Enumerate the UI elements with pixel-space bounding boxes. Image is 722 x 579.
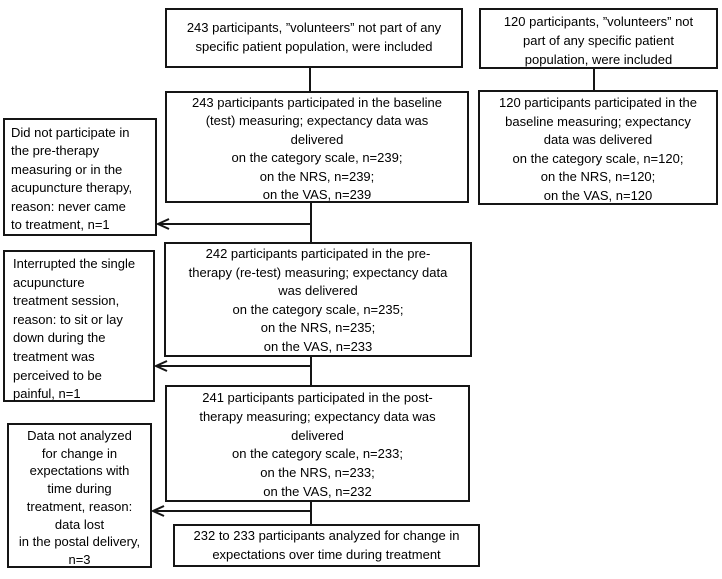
box-included-secondary-text: 120 participants, ”volunteers” not part … (503, 14, 694, 67)
box-dropout-pretherapy: Did not participate in the pre-therapy m… (3, 118, 157, 236)
box-posttherapy-main-text: 241 participants participated in the pos… (199, 390, 436, 499)
box-baseline-main-text: 243 participants participated in the bas… (191, 95, 443, 203)
box-baseline-secondary-text: 120 participants participated in the bas… (498, 95, 697, 203)
box-analyzed-final-text: 232 to 233 participants analyzed for cha… (193, 528, 460, 562)
box-baseline-secondary: 120 participants participated in the bas… (478, 90, 718, 205)
box-dropout-treatment: Interrupted the single acupuncture treat… (3, 250, 155, 402)
arrow-dropout-pretherapy (155, 218, 312, 230)
box-analyzed-final: 232 to 233 participants analyzed for cha… (173, 524, 480, 567)
box-pretherapy-main: 242 participants participated in the pre… (164, 242, 472, 357)
box-dropout-analysis-text: Data not analyzed for change in expectat… (18, 428, 141, 567)
box-pretherapy-main-text: 242 participants participated in the pre… (188, 246, 448, 354)
connector-baseline-to-pretherapy (310, 201, 312, 244)
connector-included-to-baseline (309, 66, 311, 93)
connector-posttherapy-to-analyzed (310, 500, 312, 526)
arrow-dropout-treatment (153, 360, 312, 372)
box-posttherapy-main: 241 participants participated in the pos… (165, 385, 470, 502)
box-included-main-text: 243 participants, ”volunteers” not part … (186, 20, 442, 54)
connector-included-secondary-to-baseline-secondary (593, 67, 595, 92)
box-dropout-analysis: Data not analyzed for change in expectat… (7, 423, 152, 568)
arrow-dropout-analysis (150, 505, 312, 517)
box-included-secondary: 120 participants, ”volunteers” not part … (479, 8, 718, 69)
connector-pretherapy-to-posttherapy (310, 355, 312, 387)
box-baseline-main: 243 participants participated in the bas… (165, 91, 469, 203)
box-included-main: 243 participants, ”volunteers” not part … (165, 8, 463, 68)
box-dropout-treatment-text: Interrupted the single acupuncture treat… (13, 256, 136, 402)
box-dropout-pretherapy-text: Did not participate in the pre-therapy m… (11, 125, 133, 233)
